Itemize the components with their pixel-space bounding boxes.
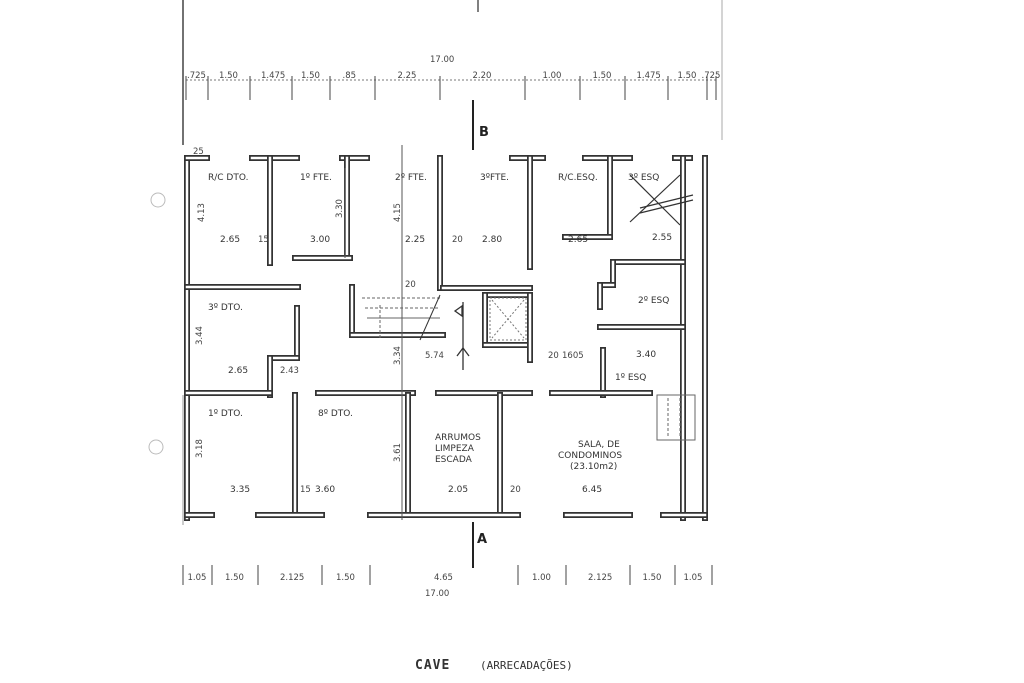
dim-text: 2.43	[280, 366, 299, 376]
crossed-out-mark	[629, 174, 694, 226]
room-width: 3.60	[315, 485, 335, 495]
room-width: 3.00	[310, 235, 330, 245]
top-dimension-label: .725	[702, 71, 721, 81]
top-dimension-label: 1.50	[678, 71, 697, 81]
room-width: 2.65	[568, 235, 588, 245]
arrow-up-icon	[453, 302, 470, 370]
room-label: SALA, DE	[578, 440, 620, 450]
room-label: 8º DTO.	[318, 409, 353, 419]
dim-text: 25	[193, 147, 204, 157]
dim-text: 1605	[562, 351, 584, 361]
room-labels: R/C DTO. 2.65 1º FTE. 3.00 2º FTE. 2.25 …	[208, 173, 672, 495]
top-dimension-label: 2.25	[398, 71, 417, 81]
dim-text: 3.30	[335, 199, 345, 218]
top-dimension-label: 1.50	[593, 71, 612, 81]
bottom-total-dimension: 17.00	[425, 589, 449, 599]
room-label: ARRUMOS	[435, 433, 481, 443]
top-dimension-label: .725	[187, 71, 206, 81]
room-label: 1º DTO.	[208, 409, 243, 419]
top-total-dimension: 17.00	[430, 55, 454, 65]
dim-text: 20	[405, 280, 416, 290]
bottom-dimension-label: 2.125	[588, 573, 612, 583]
dim-text: 5.74	[425, 351, 444, 361]
dim-text: 3.44	[195, 326, 205, 345]
room-label-line3: ESCADA	[435, 455, 473, 465]
room-label: 1º FTE.	[300, 173, 332, 183]
room-width: 6.45	[582, 485, 602, 495]
room-label: 3ºFTE.	[480, 173, 509, 183]
room-width: 2.65	[220, 235, 240, 245]
drawing-subtitle: (ARRECADAÇÕES)	[480, 659, 573, 672]
inner-dimension-lines	[344, 145, 403, 520]
bottom-dimension-label: 1.50	[336, 573, 355, 583]
bottom-dimension-label: 1.00	[532, 573, 551, 583]
room-label: 1º ESQ	[615, 373, 646, 383]
room-label: 2º FTE.	[395, 173, 427, 183]
dim-text: 20	[452, 235, 463, 245]
room-label: 2º ESQ	[638, 296, 669, 306]
section-mark-b: B	[479, 125, 489, 140]
room-label: 3º DTO.	[208, 303, 243, 313]
top-dimension-label: 1.00	[543, 71, 562, 81]
room-label-line3: (23.10m2)	[570, 462, 617, 472]
room-width: 2.25	[405, 235, 425, 245]
drawing-title: CAVE	[415, 658, 450, 673]
room-width: 2.55	[652, 233, 672, 243]
top-dimension-label: 2.20	[473, 71, 492, 81]
walls	[184, 155, 708, 521]
bottom-dimension-line: 1.05 1.50 2.125 1.50 4.65 1.00 2.125 1.50 1.05 1…	[182, 565, 713, 599]
dim-text: 4.13	[197, 203, 207, 222]
dim-text: 3.18	[195, 439, 205, 458]
room-label-line2: CONDOMINOS	[558, 451, 622, 461]
room-label: R/C.ESQ.	[558, 173, 598, 183]
dim-text: 20	[548, 351, 559, 361]
punch-hole	[148, 439, 164, 455]
top-dimension-line: 17.00 .725 1.50 1.475 1.50 .85 2.25 2.20 1.00 1.…	[185, 55, 721, 100]
bottom-dimension-label: 4.65	[434, 573, 453, 583]
section-mark-a: A	[477, 532, 487, 547]
bottom-dimension-label: 1.05	[684, 573, 703, 583]
elevator-shaft	[489, 297, 527, 341]
bottom-dimension-label: 1.50	[643, 573, 662, 583]
bottom-dimension-label: 1.05	[188, 573, 207, 583]
bottom-dimension-label: 2.125	[280, 573, 304, 583]
dim-text: 4.15	[393, 203, 403, 222]
punch-hole	[150, 192, 166, 208]
room-width: 2.05	[448, 485, 468, 495]
top-dimension-label: 1.475	[637, 71, 661, 81]
top-dimension-label: 1.475	[261, 71, 285, 81]
dim-text: 3.34	[393, 346, 403, 365]
service-stair	[656, 394, 696, 441]
dim-text: 3.61	[393, 443, 403, 462]
room-label: R/C DTO.	[208, 173, 248, 183]
top-dimension-label: 1.50	[219, 71, 238, 81]
room-label: 3º ESQ	[628, 173, 659, 183]
room-width: 3.35	[230, 485, 250, 495]
room-label-line2: LIMPEZA	[435, 444, 475, 454]
top-dimension-label: .85	[343, 71, 357, 81]
room-width: 2.80	[482, 235, 502, 245]
dim-text: 15	[300, 485, 311, 495]
bottom-dimension-label: 1.50	[225, 573, 244, 583]
dim-text: 20	[510, 485, 521, 495]
inner-dimension-texts: 4.13 3.30 4.15 3.44 3.61 3.34 3.18 5.74 …	[193, 147, 584, 495]
dim-text: 15	[258, 235, 269, 245]
room-width: 3.40	[636, 350, 656, 360]
top-dimension-label: 1.50	[301, 71, 320, 81]
room-width: 2.65	[228, 366, 248, 376]
